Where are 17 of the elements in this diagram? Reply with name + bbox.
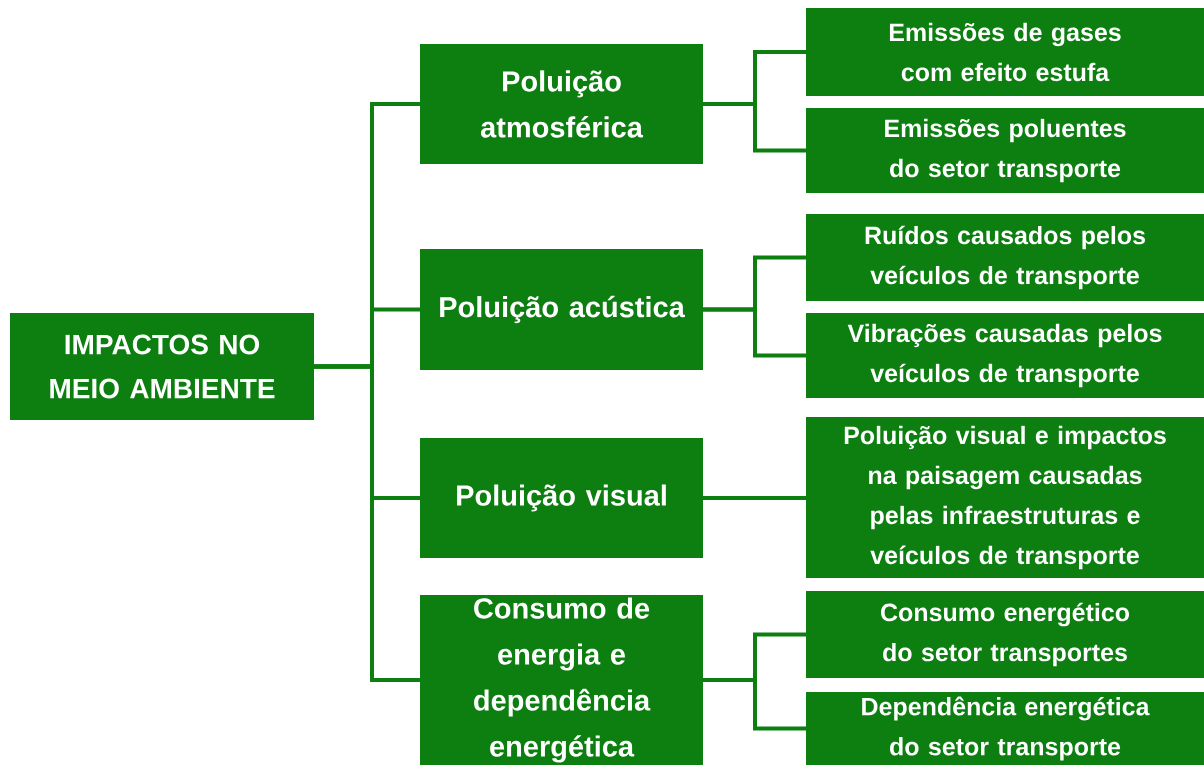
connector — [703, 102, 806, 153]
connector — [703, 496, 806, 500]
category-box: Consumo de energia e dependência energética — [420, 595, 703, 765]
connector — [703, 307, 806, 358]
connector — [314, 364, 420, 682]
connector — [703, 678, 806, 731]
category-box: Poluição visual — [420, 438, 703, 558]
item-box: Vibrações causadas pelos veículos de transporte — [806, 313, 1204, 398]
item-box: Dependência energética do setor transporte — [806, 692, 1204, 765]
category-box: Poluição atmosférica — [420, 44, 703, 164]
item-box: Emissões de gases com efeito estufa — [806, 8, 1204, 96]
item-box: Emissões poluentes do setor transporte — [806, 108, 1204, 193]
item-box: Consumo energético do setor transportes — [806, 591, 1204, 678]
category-box: Poluição acústica — [420, 249, 703, 370]
root-box: IMPACTOS NO MEIO AMBIENTE — [10, 313, 314, 420]
item-box: Poluição visual e impactos na paisagem causadas pelas infraestruturas e veículos de transporte — [806, 417, 1204, 578]
item-box: Ruídos causados pelos veículos de transporte — [806, 214, 1204, 301]
